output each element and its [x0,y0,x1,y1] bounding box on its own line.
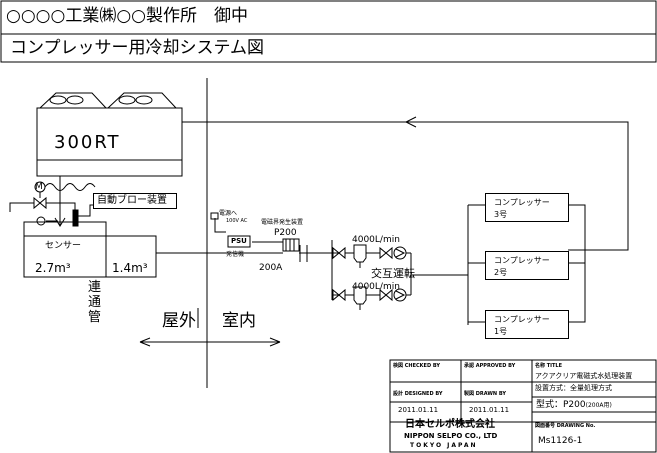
power-voltage-label: 100V AC [226,218,248,224]
flow-arrow-icon [404,116,417,128]
pipe-size-label: 200A [259,263,283,273]
pump-lower-branch [332,286,411,310]
oscillator-label: 発信機 [226,251,245,258]
title-frame [0,33,657,63]
compressor-1: コンプレッサー 1号 [485,310,569,339]
psu-label: PSU [231,237,247,245]
drawing-no-label: 図面番号 DRAWING No. [535,423,596,429]
float-icon [36,216,46,226]
checked-by-label: 検図 CHECKED BY [393,363,441,369]
drawing-no: Ms1126-1 [538,436,583,446]
designed-date: 2011.01.11 [398,406,439,414]
motor-label: M [35,182,43,192]
signal-wire [44,183,96,191]
sensor-probe [72,209,79,227]
psu-box [227,235,251,248]
tank-left-volume: 2.7m³ [35,261,71,275]
alternate-operation-label: 交互運転 [371,267,415,280]
tank-right-volume: 1.4m³ [112,261,148,275]
compressor-3-label: コンプレッサー 3号 [494,198,550,219]
connecting-pipe-char-3: 管 [88,310,102,325]
sensor-label: センサー [45,241,82,251]
psu-wiring [214,218,283,243]
pump-upper-branch [332,244,411,268]
title-line-1: アクアクリア電磁式水処理装置 [535,372,633,380]
company-name-jp: 日本セルポ株式会社 [405,419,495,430]
field-generator-label: 電磁界発生装置 [261,219,304,226]
compressor-2-label: コンプレッサー 2号 [494,256,550,277]
return-pipe [182,121,629,251]
drawing-title: コンプレッサー用冷却システム図 [10,38,264,58]
compressor-1-label: コンプレッサー 1号 [494,315,550,336]
power-source-label: 電源へ [219,210,238,217]
zone-indoor: 室内 [222,311,256,331]
drawn-by-label: 製図 DRAWN BY [464,391,506,397]
generator-model: P200 [274,228,297,238]
connecting-pipe-char-2: 通 [88,295,102,310]
company-name-en: NIPPON SELPO CO., LTD [404,432,498,440]
customer-name: ○○○○工業㈱○○製作所 御中 [6,6,249,26]
approved-by-label: 承認 APPROVED BY [464,363,516,369]
company-location: TOKYO JAPAN [410,442,478,449]
zone-arrow [139,337,281,347]
model-spec: 型式：P200(200A用) [536,400,612,410]
title-block [389,359,657,453]
auto-blow-label: 自動ブロー装置 [97,195,167,206]
title-line-2: 設置方式：全量処理方式 [535,384,612,392]
compressor-2: コンプレッサー 2号 [485,251,569,280]
field-generator-icon [282,238,300,252]
tower-capacity: 300RT [54,132,121,153]
zone-outdoor: 屋外 [162,311,196,331]
blow-valve-icon [33,196,47,210]
tank-right [105,235,157,278]
power-plug-icon [210,212,219,220]
drawn-date: 2011.01.11 [469,406,510,414]
distribution-pipe [467,204,485,325]
auto-blow-box: 自動ブロー装置 [93,193,177,209]
pump-flow-upper: 4000L/min [352,235,400,245]
designed-by-label: 設計 DESIGNED BY [393,391,443,397]
connecting-pipe-char-1: 連 [88,280,102,295]
title-label: 名称 TITLE [535,363,563,369]
collection-pipe [568,204,586,323]
pump-flow-lower: 4000L/min [352,282,400,292]
compressor-3: コンプレッサー 3号 [485,193,569,222]
cooling-tower [36,92,183,177]
